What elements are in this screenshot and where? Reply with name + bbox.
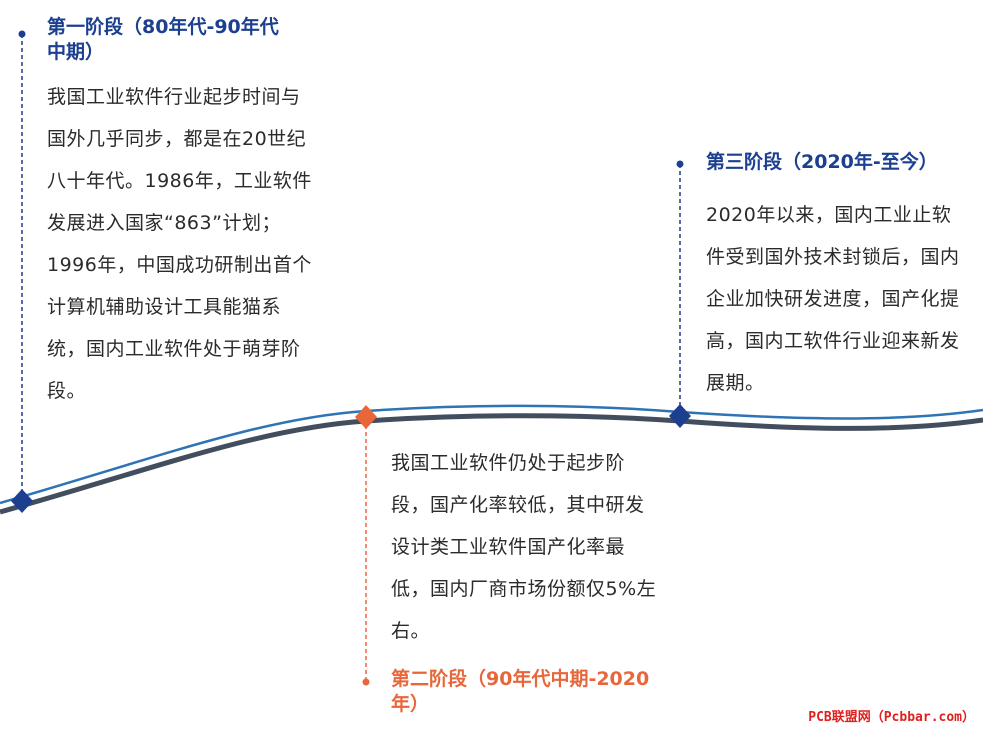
stage1-title: 第一阶段（80年代-90年代中期） — [47, 16, 279, 63]
stage3-title: 第三阶段（2020年-至今） — [706, 151, 938, 173]
stage3-dot — [676, 160, 684, 168]
stage2-description: 我国工业软件仍处于起步阶段，国产化率较低，其中研发设计类工业软件国产化率最低，国… — [391, 452, 657, 642]
stage1-marker — [11, 489, 33, 513]
timeline-curve — [0, 404, 983, 505]
stage3-description: 2020年以来，国内工业止软件受到国外技术封锁后，国内企业加快研发进度，国产化提… — [706, 204, 960, 394]
stage1-description: 我国工业软件行业起步时间与国外几乎同步，都是在20世纪八十年代。1986年，工业… — [47, 86, 312, 402]
watermark: PCB联盟网（Pcbbar.com） — [808, 710, 975, 725]
stage3-marker — [669, 404, 691, 428]
stage2-dot — [362, 678, 370, 686]
stage2-title: 第二阶段（90年代中期-2020年） — [391, 668, 650, 715]
stage1-dot — [18, 30, 26, 38]
timeline-curve-shadow — [0, 413, 983, 515]
stage2-marker — [355, 405, 377, 429]
